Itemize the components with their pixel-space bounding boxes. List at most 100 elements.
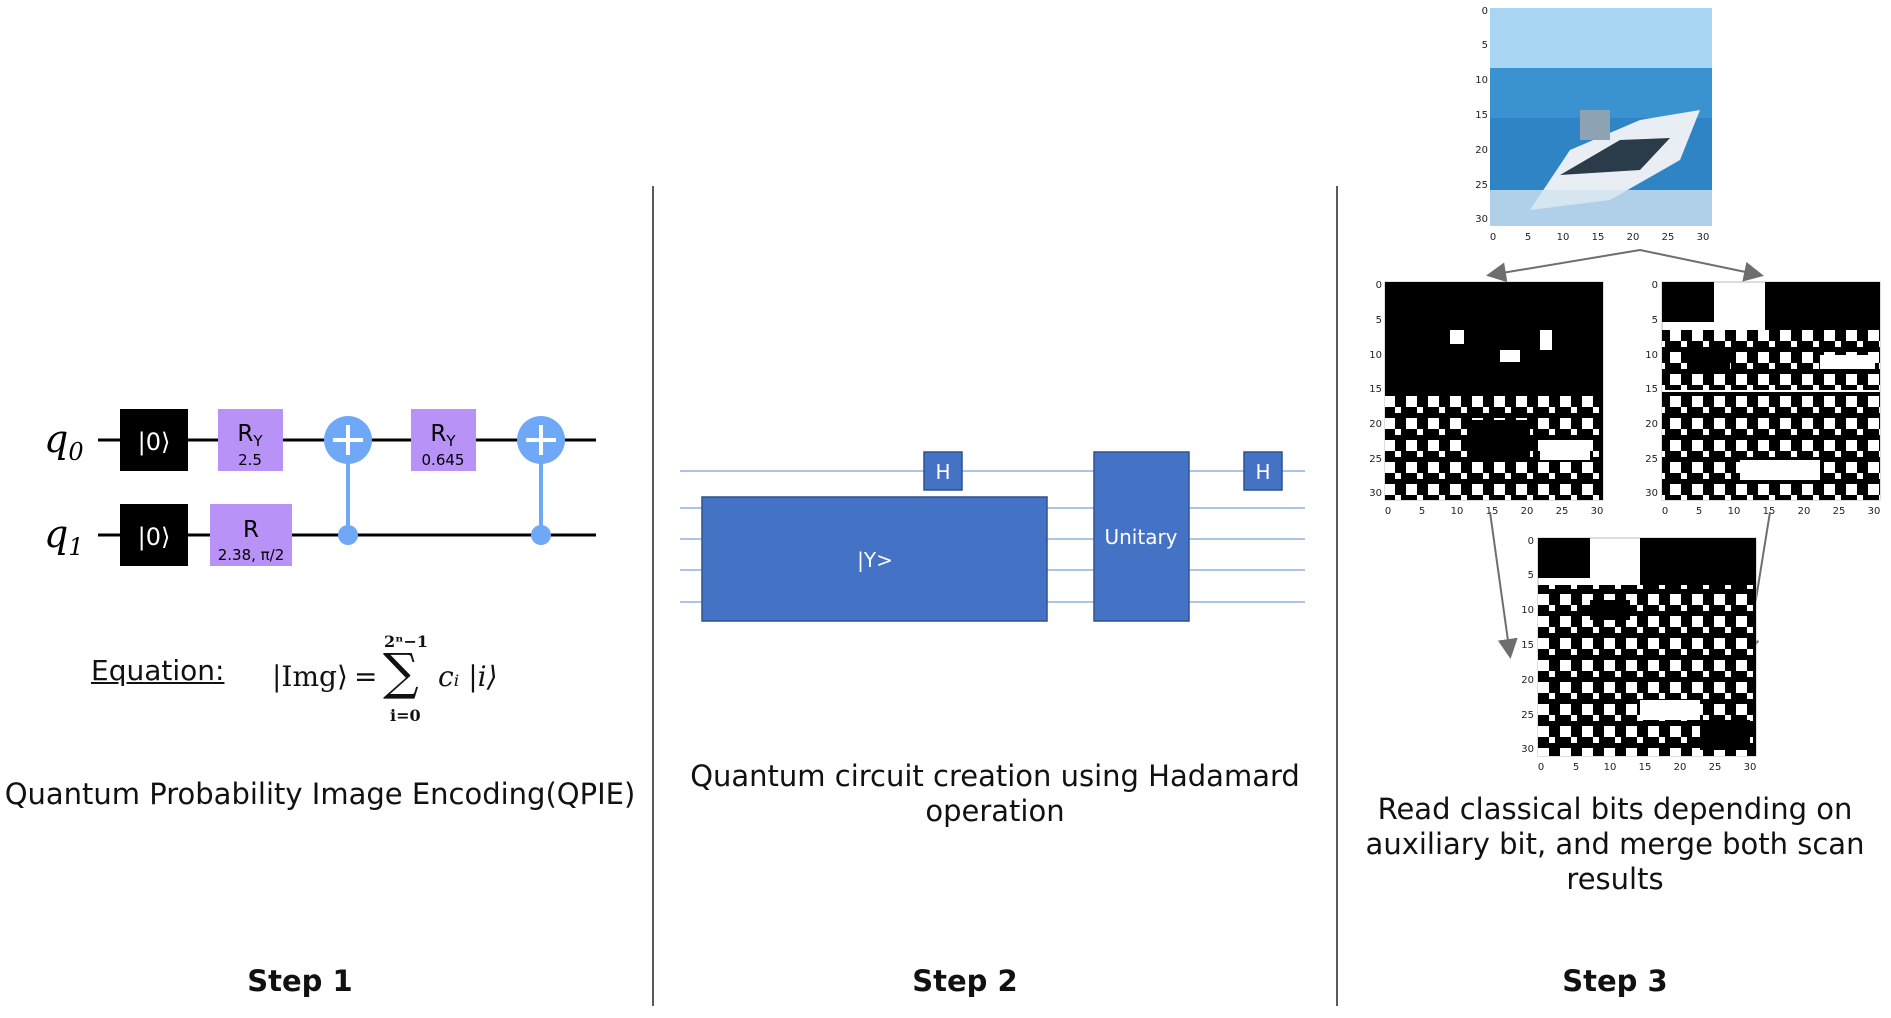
sum-upper-limit: 2ⁿ−1 xyxy=(384,632,428,651)
svg-text:30: 30 xyxy=(1369,488,1382,499)
svg-text:30: 30 xyxy=(1591,506,1604,517)
arrow-left-to-merged xyxy=(1489,511,1518,659)
divider-step2-step3 xyxy=(1336,186,1338,1006)
svg-text:5: 5 xyxy=(1573,762,1579,773)
svg-text:30: 30 xyxy=(1697,232,1710,243)
left-scan-image xyxy=(1384,281,1604,501)
r-gate xyxy=(210,504,292,566)
step2-caption: Quantum circuit creation using Hadamard … xyxy=(660,759,1330,829)
svg-text:25: 25 xyxy=(1475,180,1488,191)
step3-caption: Read classical bits depending on auxilia… xyxy=(1345,792,1885,897)
step3-label: Step 3 xyxy=(1562,964,1668,998)
svg-text:10: 10 xyxy=(1369,350,1382,361)
svg-text:5: 5 xyxy=(1525,232,1531,243)
svg-text:20: 20 xyxy=(1798,506,1811,517)
svg-text:0: 0 xyxy=(1490,232,1496,243)
svg-text:|0⟩: |0⟩ xyxy=(138,428,171,456)
right-scan-image xyxy=(1661,281,1881,501)
svg-text:10: 10 xyxy=(1728,506,1741,517)
boat-image xyxy=(1490,8,1712,226)
svg-text:10: 10 xyxy=(1451,506,1464,517)
svg-text:0.645: 0.645 xyxy=(422,451,465,469)
qubit-label-q1: q1 xyxy=(44,512,84,561)
svg-text:25: 25 xyxy=(1662,232,1675,243)
equation-lhs: |Img⟩ xyxy=(272,660,348,693)
svg-text:2.38, π/2: 2.38, π/2 xyxy=(218,546,285,564)
qpie-circuit: q0 q1 |0⟩ |0⟩ RY 2.5 R 2.38, π/2 RY 0.64… xyxy=(44,409,596,566)
scan-results: 0 5 10 15 20 25 30 0 5 10 15 20 25 30 0 … xyxy=(1369,6,1881,773)
merged-scan-image xyxy=(1537,537,1757,757)
svg-text:5: 5 xyxy=(1528,570,1534,581)
arrow-to-right-scan xyxy=(1639,249,1764,282)
arrow-to-left-scan xyxy=(1486,249,1641,283)
step1-caption: Quantum Probability Image Encoding(QPIE) xyxy=(4,777,636,811)
svg-text:25: 25 xyxy=(1369,454,1382,465)
svg-text:30: 30 xyxy=(1645,488,1658,499)
svg-text:5: 5 xyxy=(1482,40,1488,51)
init-gate-q1 xyxy=(120,504,188,566)
svg-text:20: 20 xyxy=(1521,675,1534,686)
svg-text:10: 10 xyxy=(1645,350,1658,361)
svg-text:H: H xyxy=(935,460,950,484)
svg-text:10: 10 xyxy=(1557,232,1570,243)
svg-text:|0⟩: |0⟩ xyxy=(138,523,171,551)
svg-text:RY: RY xyxy=(237,421,263,450)
init-gate-q0 xyxy=(120,409,188,471)
svg-text:30: 30 xyxy=(1868,506,1881,517)
svg-text:RY: RY xyxy=(430,421,456,450)
svg-text:15: 15 xyxy=(1592,232,1605,243)
svg-text:15: 15 xyxy=(1486,506,1499,517)
step2-caption-line-1: Quantum circuit creation using Hadamard xyxy=(690,759,1300,793)
equation-equals: = xyxy=(354,660,378,693)
svg-text:15: 15 xyxy=(1475,110,1488,121)
svg-text:30: 30 xyxy=(1744,762,1757,773)
svg-text:25: 25 xyxy=(1556,506,1569,517)
hadamard-gate-2 xyxy=(1243,451,1283,491)
equation-label: Equation: xyxy=(91,654,225,687)
cnot-2-control xyxy=(531,525,551,545)
state-block xyxy=(701,496,1048,622)
cnot-1-control xyxy=(338,525,358,545)
hadamard-gate-1 xyxy=(923,451,963,491)
equation: |Img⟩ = 2ⁿ−1 ∑ i=0 cᵢ |i⟩ xyxy=(272,632,512,732)
svg-text:25: 25 xyxy=(1833,506,1846,517)
step3-caption-line-3: results xyxy=(1566,862,1664,896)
svg-text:|Y>: |Y> xyxy=(857,548,893,572)
svg-text:10: 10 xyxy=(1604,762,1617,773)
svg-text:0: 0 xyxy=(1538,762,1544,773)
svg-text:20: 20 xyxy=(1645,419,1658,430)
svg-text:2.5: 2.5 xyxy=(238,451,262,469)
svg-text:20: 20 xyxy=(1674,762,1687,773)
svg-text:15: 15 xyxy=(1369,384,1382,395)
svg-text:20: 20 xyxy=(1521,506,1534,517)
svg-text:5: 5 xyxy=(1419,506,1425,517)
qubit-label-q0: q0 xyxy=(44,417,84,466)
divider-step1-step2 xyxy=(652,186,654,1006)
svg-text:5: 5 xyxy=(1376,315,1382,326)
svg-text:30: 30 xyxy=(1475,214,1488,225)
svg-text:15: 15 xyxy=(1645,384,1658,395)
hadamard-circuit: H |Y> Unitary H xyxy=(680,451,1305,622)
svg-text:20: 20 xyxy=(1475,145,1488,156)
svg-text:25: 25 xyxy=(1709,762,1722,773)
svg-text:20: 20 xyxy=(1627,232,1640,243)
unitary-block xyxy=(1093,451,1190,622)
svg-text:10: 10 xyxy=(1475,75,1488,86)
step1-label: Step 1 xyxy=(247,964,353,998)
svg-text:20: 20 xyxy=(1369,419,1382,430)
step2-caption-line-2: operation xyxy=(925,794,1065,828)
step2-label: Step 2 xyxy=(912,964,1018,998)
ry-gate-2 xyxy=(411,409,476,471)
svg-text:0: 0 xyxy=(1662,506,1668,517)
svg-text:0: 0 xyxy=(1376,280,1382,291)
svg-text:15: 15 xyxy=(1521,640,1534,651)
svg-text:0: 0 xyxy=(1385,506,1391,517)
svg-text:5: 5 xyxy=(1696,506,1702,517)
svg-text:0: 0 xyxy=(1528,536,1534,547)
svg-text:15: 15 xyxy=(1763,506,1776,517)
svg-text:15: 15 xyxy=(1639,762,1652,773)
step3-caption-line-2: auxiliary bit, and merge both scan xyxy=(1365,827,1865,861)
svg-text:5: 5 xyxy=(1652,315,1658,326)
svg-text:0: 0 xyxy=(1652,280,1658,291)
svg-text:0: 0 xyxy=(1482,6,1488,17)
